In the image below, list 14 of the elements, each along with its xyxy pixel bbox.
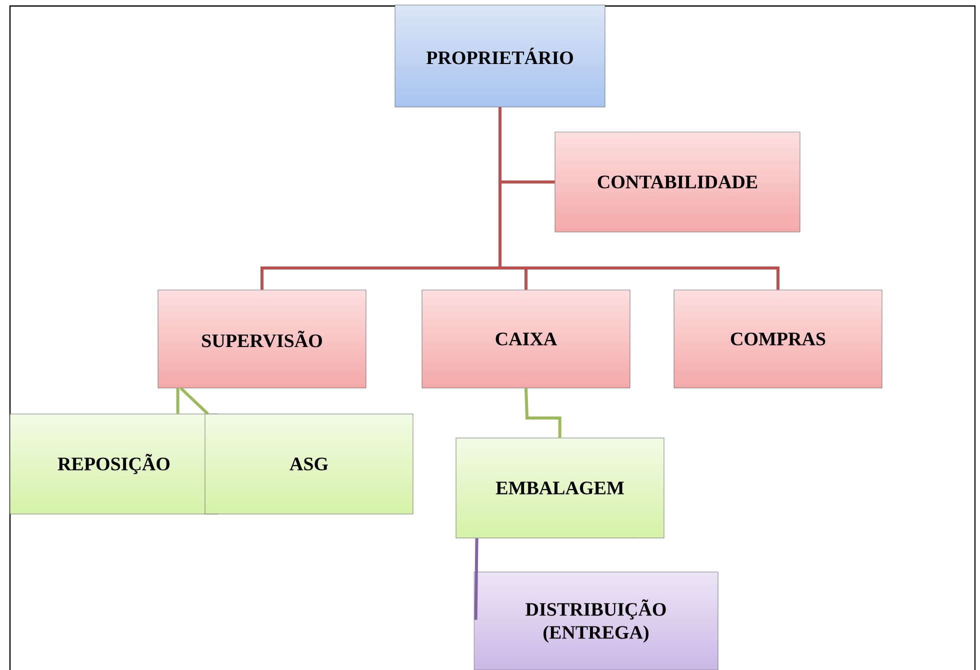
connector-line	[180, 387, 209, 415]
org-box: ASG	[204, 414, 414, 514]
org-box: CONTABILIDADE	[554, 132, 800, 232]
connector-line	[474, 538, 478, 620]
org-box: REPOSIÇÃO	[10, 414, 218, 514]
org-box: COMPRAS	[674, 290, 882, 388]
connector-line	[524, 388, 562, 438]
org-box: EMBALAGEM	[456, 438, 664, 538]
org-box: CAIXA	[422, 290, 630, 388]
org-box: SUPERVISÃO	[158, 290, 366, 388]
org-box: DISTRIBUIÇÃO (ENTREGA)	[474, 572, 718, 670]
org-box: PROPRIETÁRIO	[394, 4, 606, 108]
connector-line	[176, 388, 180, 414]
connector-line	[498, 107, 780, 290]
